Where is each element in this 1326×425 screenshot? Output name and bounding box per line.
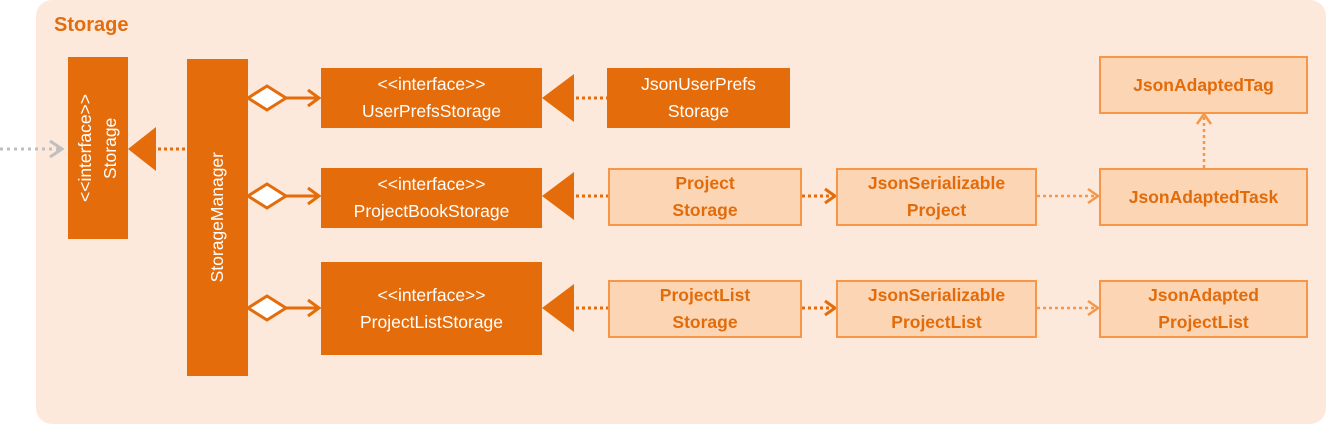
realization-projectstorage xyxy=(542,172,608,220)
jsonadaptedtask-class: JsonAdaptedTask xyxy=(1099,168,1308,226)
jsonadaptedprojectlist-line1: JsonAdapted xyxy=(1148,285,1259,305)
dependency-task-to-tag xyxy=(1195,111,1213,168)
jsonadaptedprojectlist-class: JsonAdapted ProjectList xyxy=(1099,280,1308,338)
dependency-serializableproject-to-task xyxy=(1037,187,1101,205)
projectbookstorage-name: ProjectBookStorage xyxy=(353,201,510,221)
dependency-projectstorage-to-serializable xyxy=(802,187,838,205)
projectliststorage-stereotype: <<interface>> xyxy=(377,284,486,305)
realization-storagemanager-to-storage xyxy=(128,127,187,171)
projectlist-storage-line2: Storage xyxy=(672,312,738,332)
projectliststorage-name: ProjectListStorage xyxy=(360,311,503,332)
userprefsstorage-name: UserPrefsStorage xyxy=(361,101,502,121)
projectliststorage-interface-class: <<interface>> ProjectListStorage xyxy=(321,262,542,355)
projectstorage-line1: Project xyxy=(675,173,735,193)
dependency-serializableprojectlist-to-adaptedprojectlist xyxy=(1037,299,1101,317)
jsonuserprefsstorage-line1: JsonUserPrefs xyxy=(641,74,756,94)
realization-projectliststorage xyxy=(542,284,608,332)
aggregation-to-projectliststorage xyxy=(245,294,322,322)
jsonserializableproject-line1: JsonSerializable xyxy=(867,173,1006,193)
realization-jsonuserprefs xyxy=(542,74,607,122)
storage-interface-class: <<interface>> Storage xyxy=(68,57,128,239)
jsonserializableprojectlist-line1: JsonSerializable xyxy=(867,285,1006,305)
aggregation-to-projectbookstorage xyxy=(245,182,322,210)
projectlist-storage-class: ProjectList Storage xyxy=(608,280,802,338)
jsonserializableproject-line2: Project xyxy=(906,200,967,220)
projectstorage-class: Project Storage xyxy=(608,168,802,226)
jsonserializableproject-class: JsonSerializable Project xyxy=(836,168,1037,226)
jsonadaptedtag-class: JsonAdaptedTag xyxy=(1099,56,1308,114)
storage-manager-class: StorageManager xyxy=(187,59,248,376)
userprefsstorage-interface-class: <<interface>> UserPrefsStorage xyxy=(321,68,542,128)
jsonuserprefsstorage-line2: Storage xyxy=(667,101,730,121)
projectstorage-line2: Storage xyxy=(672,200,738,220)
aggregation-to-userprefsstorage xyxy=(245,84,322,112)
package-title: Storage xyxy=(54,14,129,36)
projectbookstorage-stereotype: <<interface>> xyxy=(377,174,486,194)
jsonadaptedtag-name: JsonAdaptedTag xyxy=(1133,74,1274,95)
jsonadaptedprojectlist-line2: ProjectList xyxy=(1158,312,1249,332)
external-dependency-arrow xyxy=(0,139,65,159)
storage-interface-name: Storage xyxy=(100,117,120,179)
dependency-projectliststorage-to-serializable xyxy=(802,299,838,317)
projectlist-storage-line1: ProjectList xyxy=(659,285,751,305)
userprefsstorage-stereotype: <<interface>> xyxy=(377,74,486,94)
projectbookstorage-interface-class: <<interface>> ProjectBookStorage xyxy=(321,168,542,228)
storage-manager-name: StorageManager xyxy=(207,152,227,283)
jsonadaptedtask-name: JsonAdaptedTask xyxy=(1128,186,1279,207)
jsonuserprefsstorage-class: JsonUserPrefs Storage xyxy=(607,68,790,128)
jsonserializableprojectlist-line2: ProjectList xyxy=(891,312,982,332)
jsonserializableprojectlist-class: JsonSerializable ProjectList xyxy=(836,280,1037,338)
storage-interface-stereotype: <<interface>> xyxy=(75,94,95,202)
